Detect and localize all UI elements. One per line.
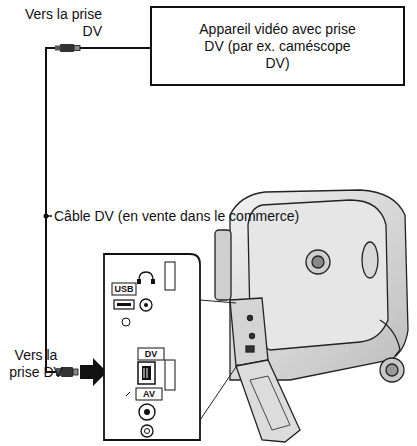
inset-leader <box>200 300 238 420</box>
device-label: Appareil vidéo avec prise DV (par ex. ca… <box>193 21 363 72</box>
connection-note: Vers la prise DV <box>3 347 69 381</box>
port-panel-inset <box>104 254 200 440</box>
insert-arrow <box>80 358 107 386</box>
camcorder <box>215 190 408 442</box>
cable-label: Câble DV (en vente dans le commerce) <box>54 208 414 225</box>
dv-plug-top <box>55 44 80 52</box>
port-name: DV <box>138 349 164 359</box>
connection-note: Vers la prise DV <box>4 6 102 40</box>
port-name: USB <box>112 284 136 294</box>
leader-line <box>46 215 52 217</box>
port-name: AV <box>136 389 162 399</box>
device-box: Appareil vidéo avec prise DV (par ex. ca… <box>150 6 405 86</box>
